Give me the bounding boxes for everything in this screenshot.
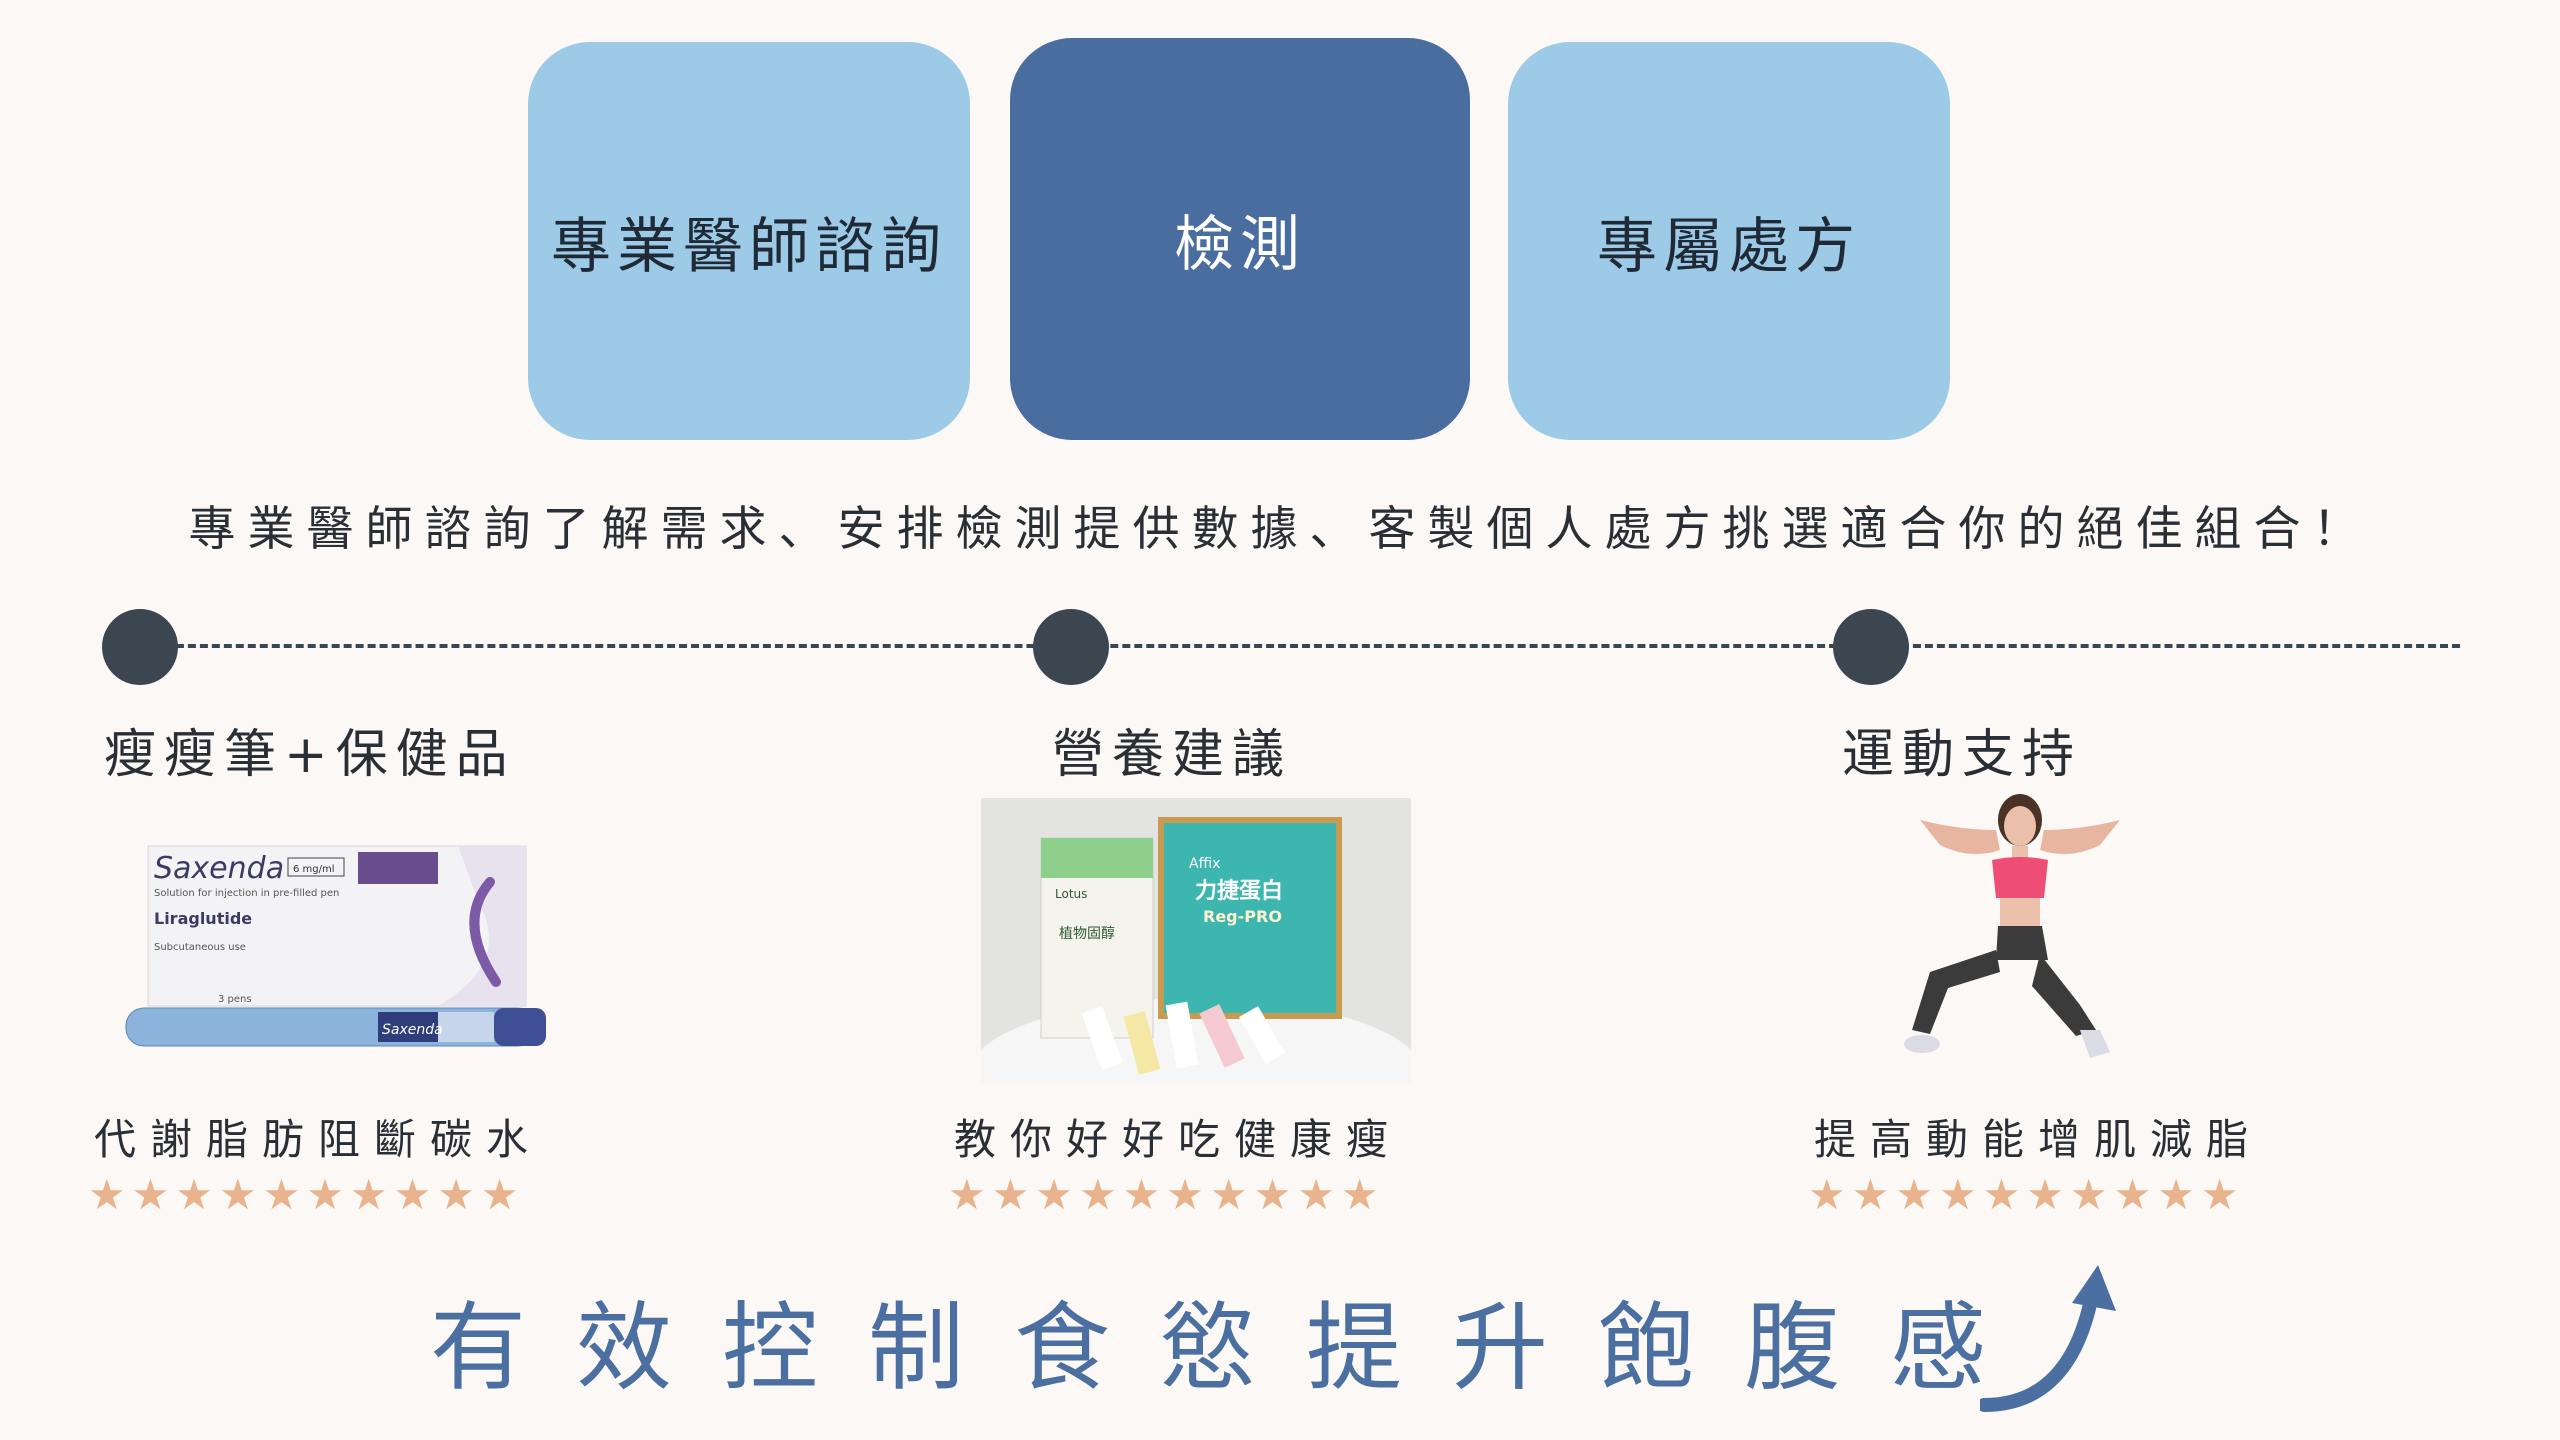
tagline: 專業醫師諮詢了解需求、安排檢測提供數據、客製個人處方挑選適合你的絕佳組合！ <box>188 502 2372 557</box>
step-box-consultation[interactable]: 專業醫師諮詢 <box>528 42 970 440</box>
timeline-dot-3 <box>1833 609 1909 685</box>
step-label-prescription: 專屬處方 <box>1597 211 1861 282</box>
supplement-boxes-icon: Lotus 植物固醇 Affix 力捷蛋白 Reg-PRO <box>981 798 1411 1084</box>
step-label-testing: 檢測 <box>1174 209 1306 280</box>
saxenda-drug: Liraglutide <box>154 909 252 928</box>
column-title-exercise: 運動支持 <box>1842 725 2083 785</box>
saxenda-pens: 3 pens <box>218 994 252 1005</box>
saxenda-pen-icon: Saxenda 6 mg/ml Solution for injection i… <box>118 842 574 1068</box>
saxenda-dose: 6 mg/ml <box>293 864 335 875</box>
star-rating-medication: ★★★★★★★★★★ <box>88 1170 525 1219</box>
svg-text:Affix: Affix <box>1189 856 1220 872</box>
headline: 有效控制食慾提升飽腹感 <box>430 1292 2036 1404</box>
svg-text:力捷蛋白: 力捷蛋白 <box>1195 878 1283 904</box>
column-subtitle-exercise: 提高動能增肌減脂 <box>1814 1115 2263 1164</box>
saxenda-desc: Solution for injection in pre-filled pen <box>154 888 339 899</box>
woman-exercise-icon <box>1900 790 2140 1070</box>
svg-text:Saxenda: Saxenda <box>382 1022 443 1038</box>
column-title-nutrition: 營養建議 <box>1052 725 1293 785</box>
saxenda-brand: Saxenda <box>154 851 284 886</box>
timeline-line <box>140 644 2460 648</box>
star-rating-nutrition: ★★★★★★★★★★ <box>948 1170 1385 1219</box>
arrow-up-right-icon <box>1980 1265 2116 1412</box>
step-label-consultation: 專業醫師諮詢 <box>551 211 947 282</box>
column-subtitle-medication: 代謝脂肪阻斷碳水 <box>94 1115 543 1164</box>
svg-text:植物固醇: 植物固醇 <box>1059 925 1115 942</box>
step-box-prescription[interactable]: 專屬處方 <box>1508 42 1950 440</box>
column-subtitle-nutrition: 教你好好吃健康瘦 <box>954 1115 1403 1164</box>
saxenda-route: Subcutaneous use <box>154 942 246 953</box>
step-box-testing[interactable]: 檢測 <box>1010 38 1470 440</box>
star-rating-exercise: ★★★★★★★★★★ <box>1808 1170 2245 1219</box>
svg-text:Reg-PRO: Reg-PRO <box>1203 907 1282 926</box>
timeline-dot-1 <box>102 609 178 685</box>
timeline-dot-2 <box>1033 609 1109 685</box>
column-title-medication: 瘦瘦筆+保健品 <box>104 725 516 785</box>
svg-text:Lotus: Lotus <box>1055 887 1087 901</box>
